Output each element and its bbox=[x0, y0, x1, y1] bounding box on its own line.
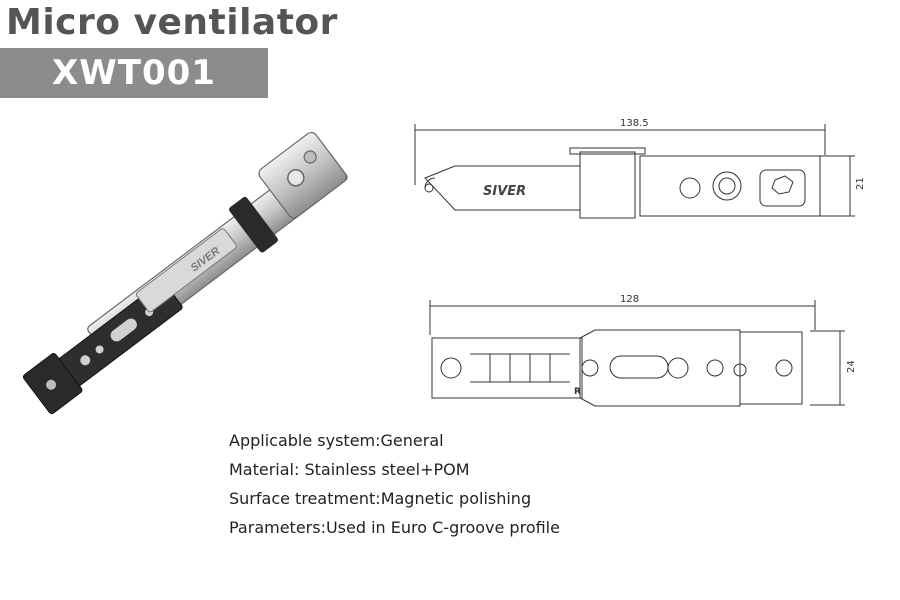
spec-material: Material: Stainless steel+POM bbox=[229, 460, 470, 479]
product-photo: SIVER bbox=[22, 131, 348, 415]
top-height-label: 21 bbox=[855, 177, 866, 190]
bottom-view-drawing: 128 24 R bbox=[429, 294, 857, 407]
model-banner bbox=[0, 48, 268, 98]
bottom-r-mark: R bbox=[574, 387, 581, 397]
model-number: XWT001 bbox=[52, 53, 216, 93]
bottom-height-label: 24 bbox=[846, 360, 857, 373]
spec-applicable-system: Applicable system:General bbox=[229, 431, 444, 450]
product-title: Micro ventilator bbox=[6, 2, 338, 43]
spec-surface-treatment: Surface treatment:Magnetic polishing bbox=[229, 489, 532, 508]
bottom-length-label: 128 bbox=[620, 294, 639, 305]
spec-list: Applicable system:General Material: Stai… bbox=[229, 426, 560, 542]
top-brand-label: SIVER bbox=[483, 184, 526, 199]
spec-parameters: Parameters:Used in Euro C-groove profile bbox=[229, 518, 560, 537]
top-view-drawing: 138.5 21 SIVER bbox=[414, 118, 866, 219]
top-length-label: 138.5 bbox=[620, 118, 649, 129]
